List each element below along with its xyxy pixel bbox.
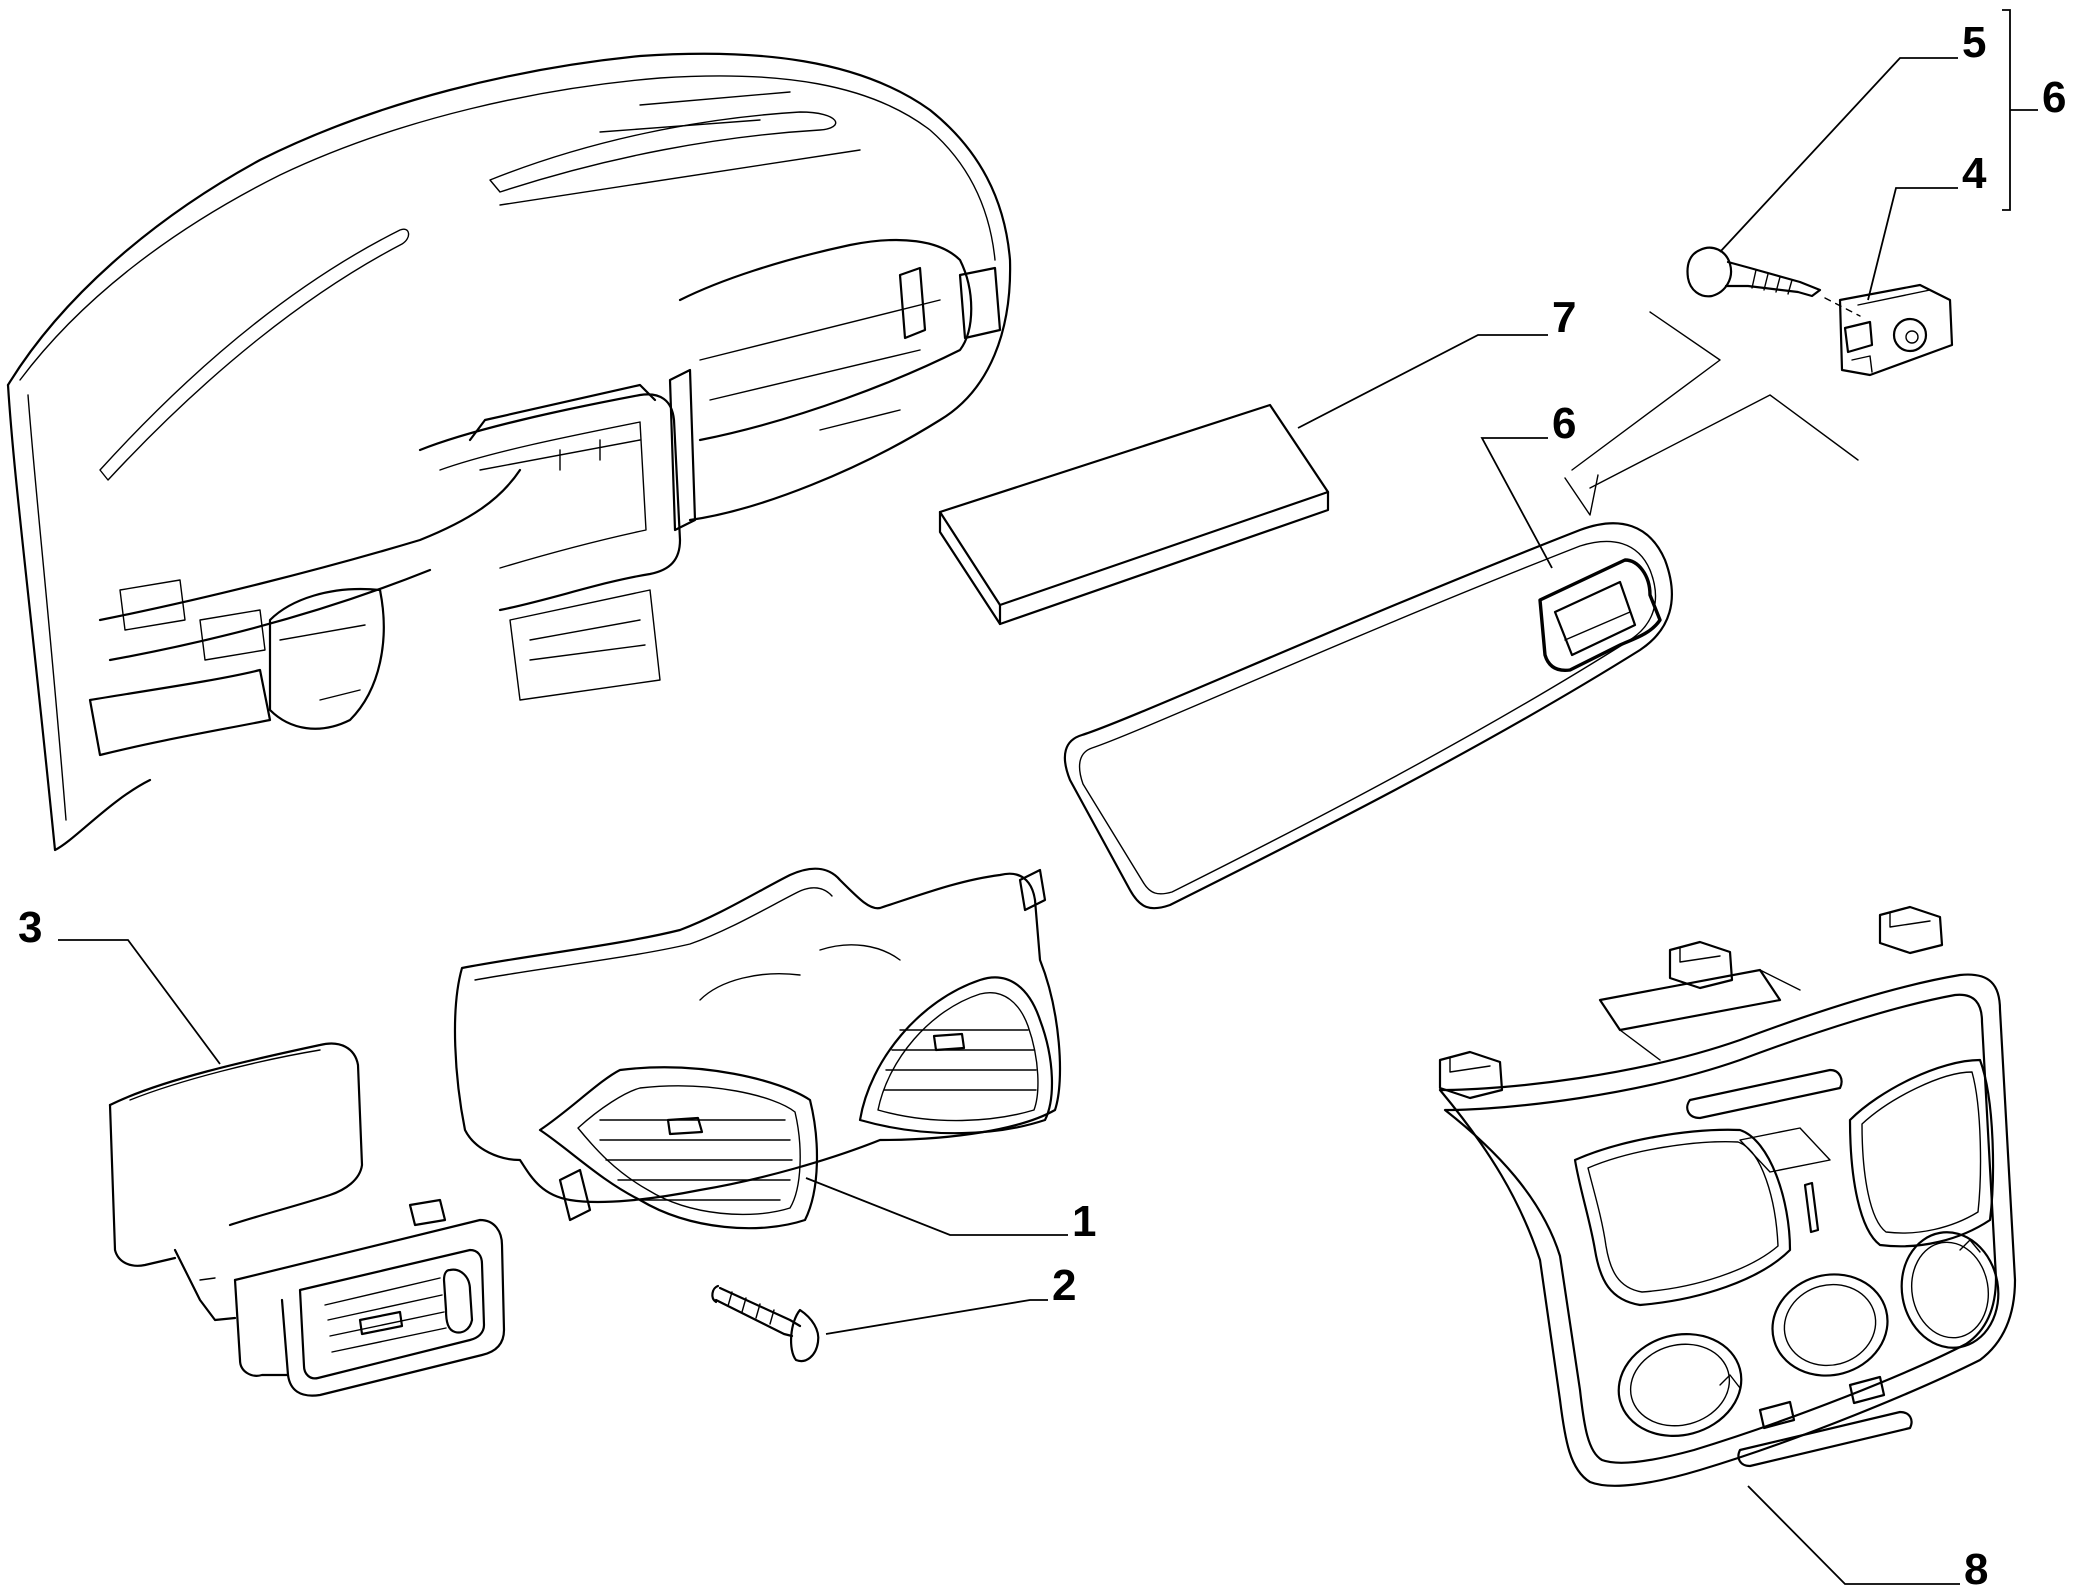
leader-2 (825, 1299, 1048, 1335)
leader-1 (805, 1177, 1068, 1236)
callout-4: 4 (1962, 149, 1987, 198)
leader-lines (58, 9, 2038, 1585)
leader-4 (1867, 187, 1958, 301)
callout-5: 5 (1962, 18, 1986, 67)
part-3-side-vent (108, 1042, 506, 1397)
callout-2: 2 (1052, 1261, 1076, 1310)
leader-6 (1480, 437, 1553, 569)
part-7-pad (938, 403, 1330, 626)
break-arrow-lines (1564, 311, 1859, 516)
leader-8 (1747, 1485, 1960, 1585)
part-5-screw (1686, 246, 1861, 317)
part-8-trim-panel (1438, 905, 2017, 1487)
dashboard-drawing (6, 52, 1012, 852)
callout-1: 1 (1072, 1197, 1096, 1246)
bracket-5-4 (2002, 9, 2011, 211)
part-6-cover-panel (1063, 522, 1673, 910)
part-4-clip (1838, 283, 1954, 377)
leader-7 (1297, 334, 1548, 429)
callout-3: 3 (18, 903, 42, 952)
part-1-center-vents (453, 867, 1062, 1230)
callout-6: 6 (1552, 399, 1576, 448)
callout-7: 7 (1552, 293, 1576, 342)
leader-5 (1719, 57, 1958, 253)
leader-3 (58, 939, 221, 1065)
callout-numbers: 5 6 4 7 6 3 1 2 8 (18, 18, 2066, 1589)
part-2-screw (711, 1284, 820, 1363)
callout-8: 8 (1964, 1545, 1988, 1589)
callout-6-bracket: 6 (2042, 73, 2066, 122)
